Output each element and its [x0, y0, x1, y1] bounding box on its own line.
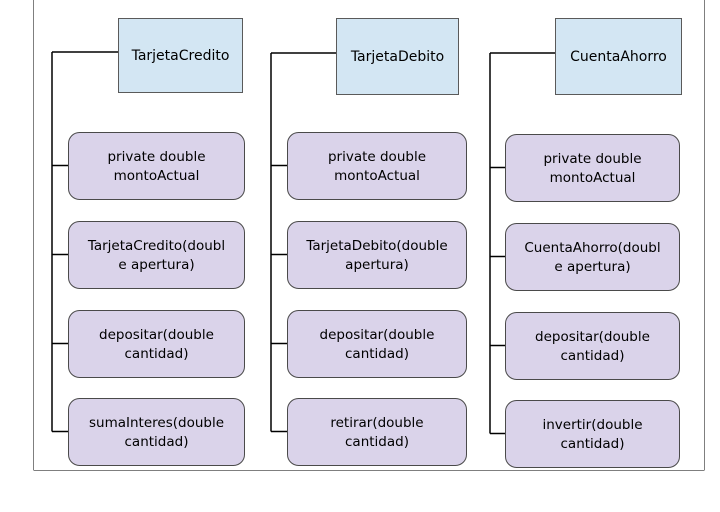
member-label-line: private double: [107, 149, 205, 165]
member-label: depositar(double cantidad): [99, 327, 214, 362]
class-column-1: TarjetaCredito private double montoActualT…: [51, 18, 245, 466]
member-label-line: montoActual: [114, 168, 200, 184]
member-label: TarjetaCredito(doubl e apertura): [87, 238, 225, 273]
class-header-label: TarjetaCredito: [131, 48, 230, 64]
member-label: retirar(double cantidad): [330, 415, 423, 450]
member-label: TarjetaDebito(double apertura): [305, 238, 447, 273]
member-label-line: sumaInteres(double: [89, 415, 224, 431]
member-label-line: TarjetaCredito(doubl: [87, 238, 225, 254]
member-label-line: TarjetaDebito(double: [305, 238, 447, 254]
member-box: [287, 132, 467, 200]
member-label-line: depositar(double: [320, 327, 435, 343]
member-label: private double montoActual: [543, 151, 641, 186]
member-label-line: montoActual: [334, 168, 420, 184]
member-label: sumaInteres(double cantidad): [89, 415, 224, 450]
class-header-label: TarjetaDebito: [350, 49, 444, 65]
member-label-line: e apertura): [554, 259, 630, 275]
member-box: [505, 223, 680, 291]
member-label-line: montoActual: [550, 170, 636, 186]
member-label-line: cantidad): [345, 346, 409, 362]
member-box: [68, 132, 245, 200]
member-label-line: CuentaAhorro(doubl: [524, 240, 660, 256]
member-box: [68, 398, 245, 466]
member-box: [68, 310, 245, 378]
member-box: [287, 310, 467, 378]
member-label-line: depositar(double: [99, 327, 214, 343]
member-label-line: e apertura): [118, 257, 194, 273]
class-header-box: [118, 18, 243, 93]
member-label: depositar(double cantidad): [535, 329, 650, 364]
member-label-line: private double: [543, 151, 641, 167]
member-label-line: cantidad): [125, 346, 189, 362]
member-label: private double montoActual: [107, 149, 205, 184]
member-box: [287, 221, 467, 289]
member-label-line: cantidad): [125, 434, 189, 450]
member-label: invertir(double cantidad): [542, 417, 642, 452]
member-label-line: cantidad): [561, 348, 625, 364]
member-label-line: depositar(double: [535, 329, 650, 345]
member-label-line: cantidad): [561, 436, 625, 452]
member-label-line: invertir(double: [542, 417, 642, 433]
class-header-box: [555, 18, 682, 95]
member-box: [505, 312, 680, 380]
member-box: [505, 134, 680, 202]
member-box: [505, 400, 680, 468]
member-label: depositar(double cantidad): [320, 327, 435, 362]
member-label: CuentaAhorro(doubl e apertura): [524, 240, 660, 275]
class-column-3: CuentaAhorro private double montoActualCue…: [489, 18, 682, 468]
member-label-line: apertura): [345, 257, 409, 273]
class-column-2: TarjetaDebito private double montoActualTa…: [270, 18, 467, 466]
class-header-box: [336, 18, 459, 95]
member-box: [68, 221, 245, 289]
member-label-line: retirar(double: [330, 415, 423, 431]
member-box: [287, 398, 467, 466]
member-label: private double montoActual: [328, 149, 426, 184]
class-header-label: CuentaAhorro: [570, 49, 667, 65]
member-label-line: private double: [328, 149, 426, 165]
member-label-line: cantidad): [345, 434, 409, 450]
